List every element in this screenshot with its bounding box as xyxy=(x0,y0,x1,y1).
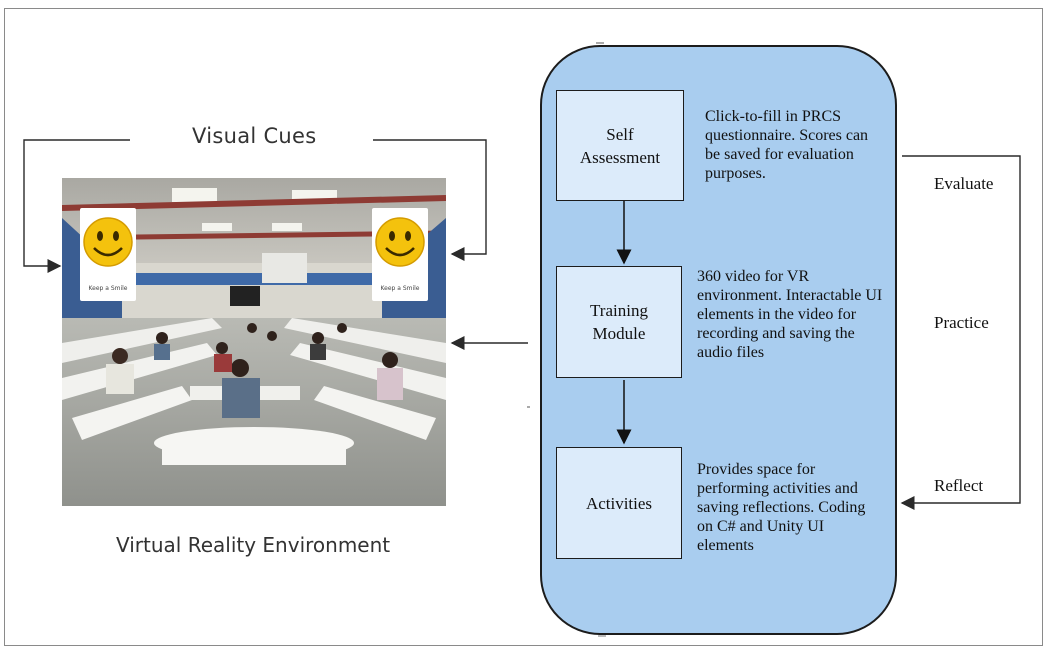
visual-cues-title: Visual Cues xyxy=(192,124,317,148)
training-module-description: 360 video for VR environment. Interactab… xyxy=(697,268,883,361)
smiley-caption: Keep a Smile xyxy=(380,285,420,292)
self-assessment-title: Self Assessment xyxy=(579,124,661,167)
practice-label: Practice xyxy=(934,313,989,332)
classroom-photo: Keep a Smile Keep a Smile xyxy=(62,178,446,506)
feedback-loop-arrow xyxy=(900,155,1021,510)
reflect-label: Reflect xyxy=(934,476,984,495)
activities-box: Activities xyxy=(556,447,682,559)
self-assessment-box: Self Assessment xyxy=(556,90,684,201)
right-smiley-cue: Keep a Smile xyxy=(372,208,428,301)
smiley-face-icon xyxy=(375,217,425,267)
self-assessment-description: Click-to-fill in PRCS questionnaire. Sco… xyxy=(705,108,869,182)
right-cue-arrow xyxy=(373,139,487,261)
smiley-face-icon xyxy=(83,217,133,267)
vr-environment-title: Virtual Reality Environment xyxy=(116,533,391,557)
smiley-caption: Keep a Smile xyxy=(88,285,128,292)
left-cue-arrow xyxy=(23,139,130,273)
activities-description: Provides space for performing activities… xyxy=(697,461,866,554)
figure-frame xyxy=(4,8,1043,646)
activities-title: Activities xyxy=(585,493,653,513)
left-smiley-cue: Keep a Smile xyxy=(80,208,136,301)
training-module-title: Training Module xyxy=(590,301,648,343)
evaluate-label: Evaluate xyxy=(934,174,994,193)
training-module-box: Training Module xyxy=(556,266,682,378)
